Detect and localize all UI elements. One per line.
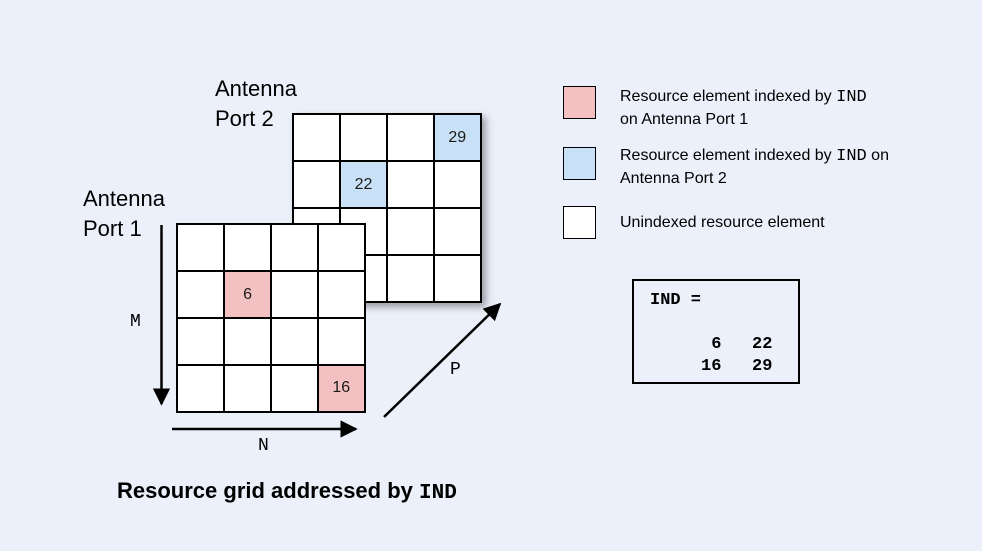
m-axis-label: M [130, 312, 141, 332]
resource-element-indexed: 22 [340, 161, 387, 208]
resource-element [294, 115, 340, 161]
resource-element [178, 365, 224, 411]
legend-code-ind: IND [836, 147, 867, 166]
legend-text: Antenna Port 2 [620, 170, 727, 187]
resource-element [387, 161, 434, 208]
resource-element [271, 225, 318, 271]
figure-caption: Resource grid addressed by IND [117, 478, 457, 505]
resource-element [178, 271, 224, 318]
resource-element [294, 161, 340, 208]
p-axis-arrow [383, 302, 502, 418]
resource-element [387, 115, 434, 161]
legend-text: Resource element indexed by [620, 88, 837, 105]
resource-element [340, 115, 387, 161]
legend-label-port1: Resource element indexed by IND on Anten… [620, 86, 950, 131]
resource-element-indexed: 6 [224, 271, 271, 318]
resource-element [434, 255, 480, 301]
legend-label-unindexed: Unindexed resource element [620, 212, 950, 234]
legend-swatch-unindexed [563, 206, 596, 239]
caption-text: Resource grid addressed by [117, 478, 419, 503]
legend-swatch-port2 [563, 147, 596, 180]
resource-element [318, 271, 364, 318]
resource-element [271, 365, 318, 411]
legend-swatch-port1 [563, 86, 596, 119]
legend-text: Resource element indexed by [620, 147, 837, 164]
legend-text: Unindexed resource element [620, 214, 825, 231]
resource-element [178, 318, 224, 365]
resource-grid-antenna-port-2: 29 22 [292, 113, 482, 303]
legend-code-ind: IND [836, 88, 867, 107]
resource-grid-antenna-port-1: 6 16 [176, 223, 366, 413]
resource-element [434, 208, 480, 255]
n-axis-label: N [258, 436, 269, 456]
resource-element [224, 365, 271, 411]
resource-element [318, 318, 364, 365]
resource-element-indexed: 16 [318, 365, 364, 411]
antenna-port-2-label: Antenna Port 2 [215, 76, 297, 131]
ind-output-text: IND = 6 22 16 29 [650, 291, 773, 376]
caption-code-ind: IND [419, 482, 457, 505]
resource-element [271, 318, 318, 365]
resource-element [178, 225, 224, 271]
legend-text: on [866, 147, 889, 164]
resource-element [224, 225, 271, 271]
resource-element [224, 318, 271, 365]
resource-element-indexed: 29 [434, 115, 480, 161]
p-axis-label: P [450, 360, 461, 380]
antenna-port-1-label: Antenna Port 1 [83, 186, 165, 241]
resource-element [387, 208, 434, 255]
legend-text: on Antenna Port 1 [620, 111, 749, 128]
ind-output-box: IND = 6 22 16 29 [632, 279, 800, 384]
resource-element [271, 271, 318, 318]
legend-label-port2: Resource element indexed by IND on Anten… [620, 145, 950, 190]
resource-element [387, 255, 434, 301]
resource-element [434, 161, 480, 208]
resource-element [318, 225, 364, 271]
